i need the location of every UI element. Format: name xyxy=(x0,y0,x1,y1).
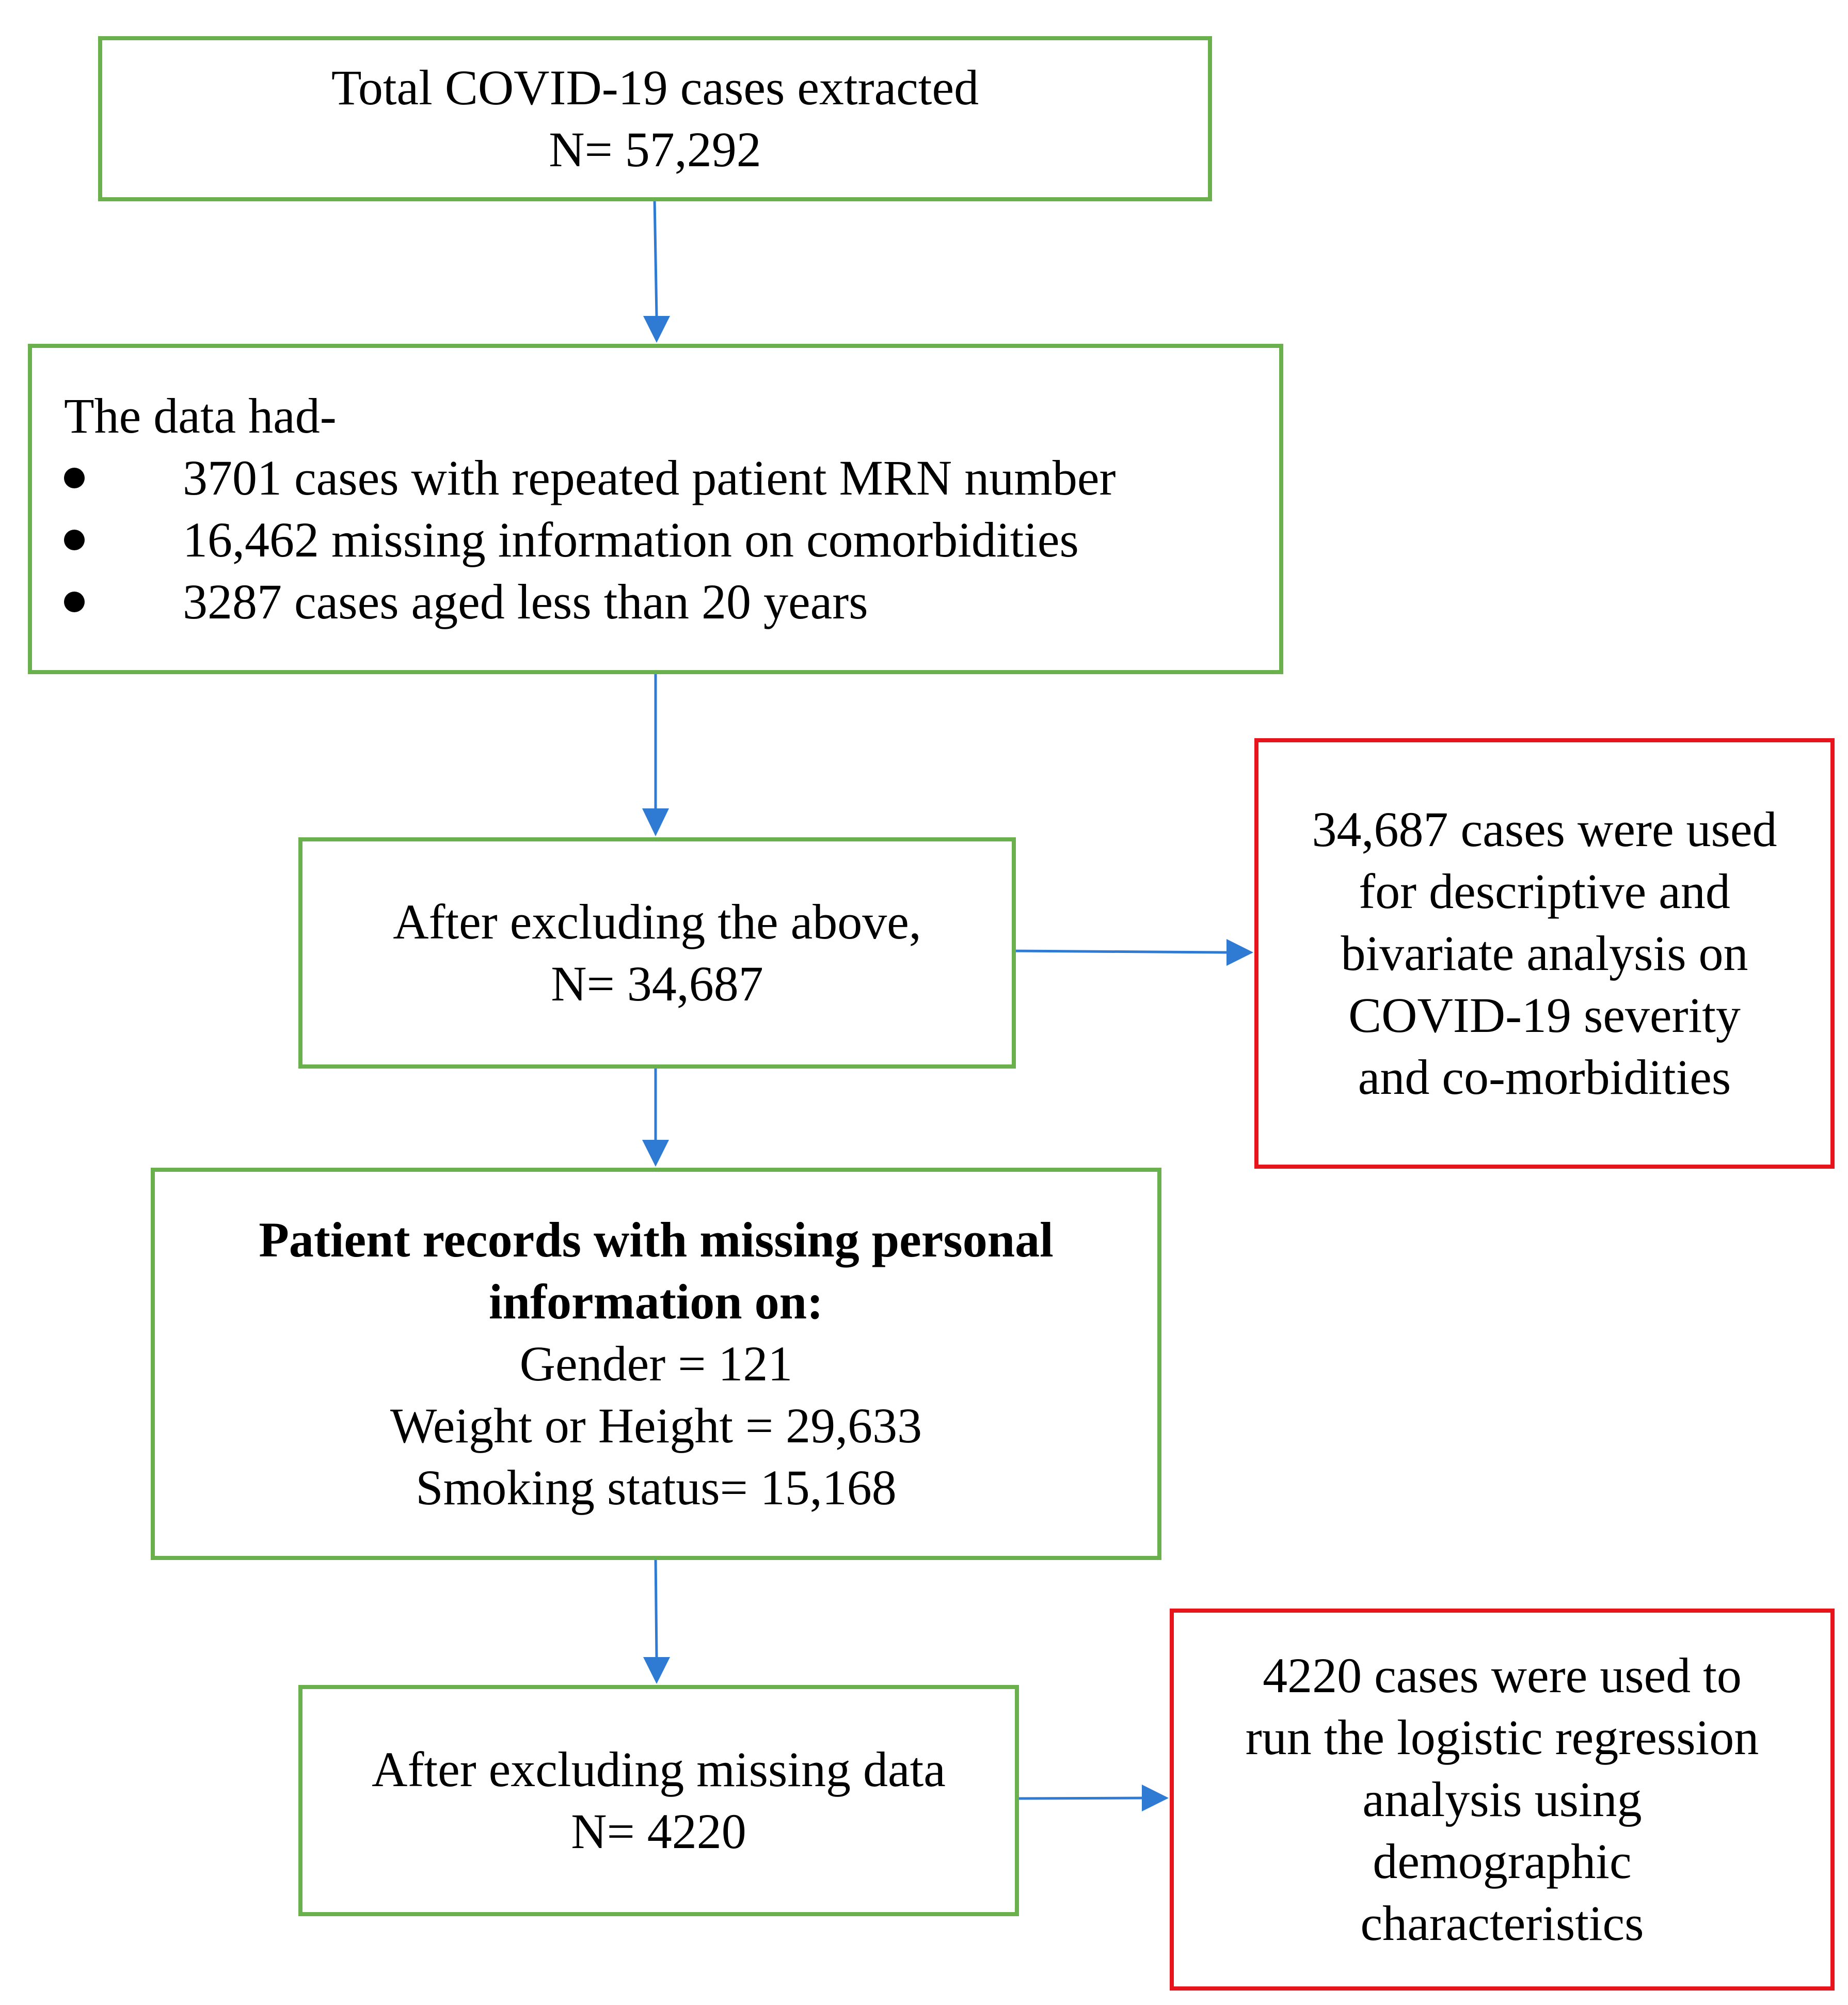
exclusion-item: 16,462 missing information on comorbidit… xyxy=(64,509,1079,571)
missing-info-heading: information on: xyxy=(489,1274,823,1329)
bullet-icon xyxy=(64,530,85,550)
exclusion-item: 3701 cases with repeated patient MRN num… xyxy=(64,447,1116,509)
logistic-regression-line: 4220 cases were used to xyxy=(1263,1648,1742,1703)
exclusion-item-text: 3701 cases with repeated patient MRN num… xyxy=(183,450,1116,505)
logistic-regression-box: 4220 cases were used to run the logistic… xyxy=(1170,1609,1835,1991)
descriptive-analysis-box: 34,687 cases were used for descriptive a… xyxy=(1254,738,1835,1169)
missing-smoking-status: Smoking status= 15,168 xyxy=(416,1460,897,1515)
missing-gender: Gender = 121 xyxy=(519,1336,793,1391)
bullet-icon xyxy=(64,592,85,612)
descriptive-analysis-line: and co-morbidities xyxy=(1358,1049,1731,1105)
after-exclusion-label: After excluding the above, xyxy=(393,894,921,949)
logistic-regression-line: characteristics xyxy=(1360,1896,1644,1951)
bullet-icon xyxy=(64,468,85,488)
after-missing-count: N= 4220 xyxy=(571,1804,746,1859)
arrow-box6-to-box7 xyxy=(1014,1785,1169,1811)
after-missing-exclusion-box: After excluding missing data N= 4220 xyxy=(298,1685,1019,1916)
missing-info-heading: Patient records with missing personal xyxy=(259,1212,1054,1267)
after-missing-label: After excluding missing data xyxy=(372,1742,946,1797)
arrow-box3-to-box4 xyxy=(1011,939,1253,966)
missing-personal-info-box: Patient records with missing personal in… xyxy=(151,1168,1161,1560)
total-cases-label: Total COVID-19 cases extracted xyxy=(331,60,979,115)
descriptive-analysis-line: 34,687 cases were used xyxy=(1312,802,1777,857)
logistic-regression-line: run the logistic regression xyxy=(1245,1710,1759,1765)
exclusion-item-text: 3287 cases aged less than 20 years xyxy=(183,574,868,629)
after-exclusion-count: N= 34,687 xyxy=(551,956,763,1011)
arrow-box1-to-box2 xyxy=(643,199,670,343)
logistic-regression-line: analysis using xyxy=(1362,1772,1642,1827)
logistic-regression-line: demographic xyxy=(1373,1834,1632,1889)
arrow-box5-to-box6 xyxy=(643,1556,670,1684)
after-exclusion-box: After excluding the above, N= 34,687 xyxy=(298,837,1016,1069)
descriptive-analysis-line: bivariate analysis on xyxy=(1341,926,1748,981)
exclusion-heading: The data had- xyxy=(64,388,337,443)
descriptive-analysis-line: COVID-19 severity xyxy=(1348,988,1741,1043)
arrow-box3-to-box5 xyxy=(642,1065,669,1167)
exclusion-item: 3287 cases aged less than 20 years xyxy=(64,571,868,633)
exclusion-criteria-box: The data had- 3701 cases with repeated p… xyxy=(28,344,1283,674)
descriptive-analysis-line: for descriptive and xyxy=(1359,864,1730,919)
total-cases-box: Total COVID-19 cases extracted N= 57,292 xyxy=(98,36,1212,201)
missing-weight-height: Weight or Height = 29,633 xyxy=(390,1398,922,1453)
exclusion-item-text: 16,462 missing information on comorbidit… xyxy=(183,512,1079,567)
total-cases-count: N= 57,292 xyxy=(549,122,761,177)
arrow-box2-to-box3 xyxy=(642,671,669,836)
